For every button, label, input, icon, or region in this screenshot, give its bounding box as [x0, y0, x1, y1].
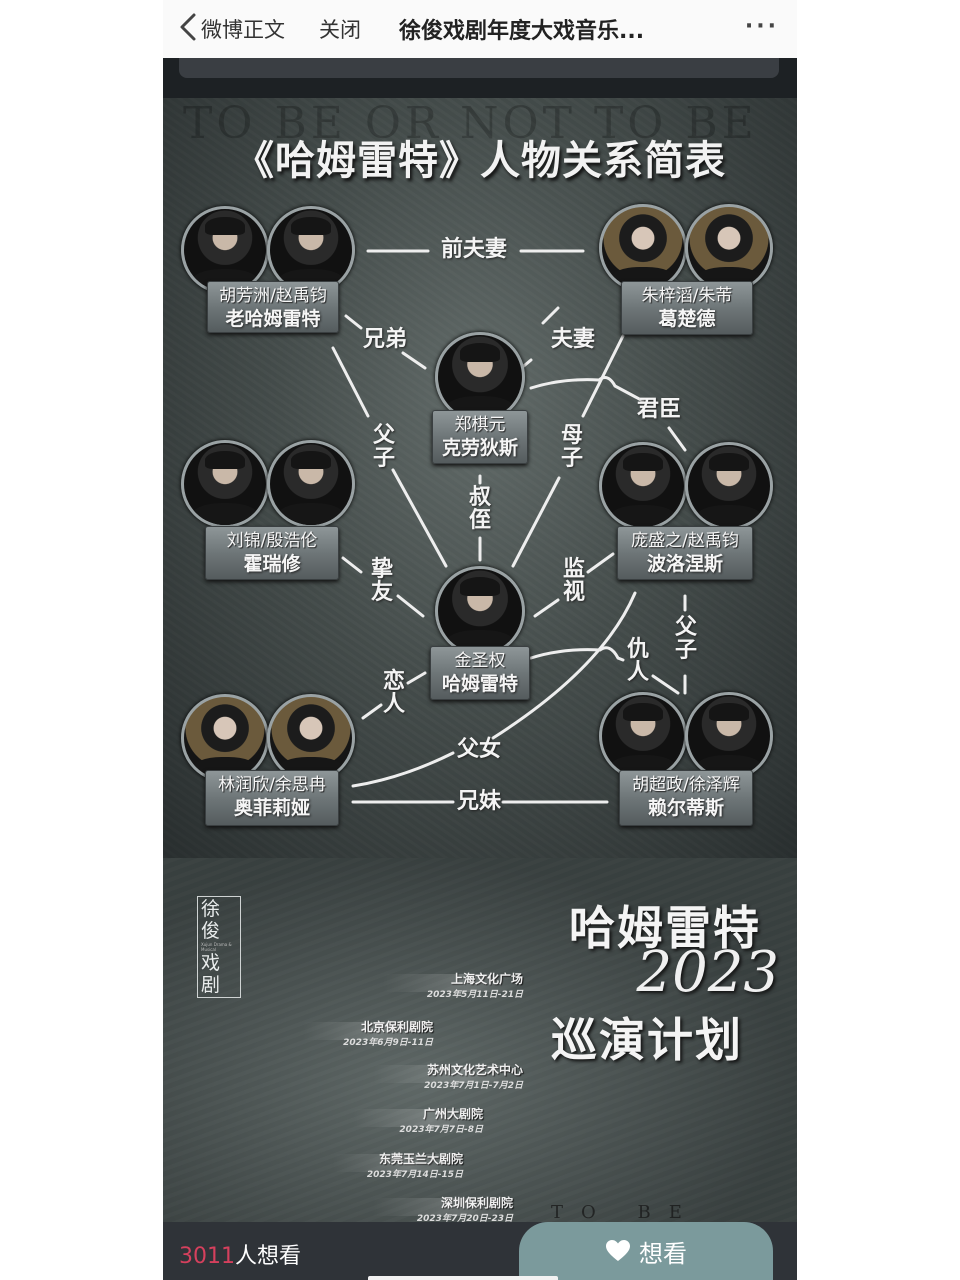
relation-enemy: 仇人 — [626, 637, 649, 686]
nameplate-laertes: 胡超政/徐泽辉 赖尔蒂斯 — [619, 770, 753, 826]
want-to-see-button[interactable]: 想看 — [519, 1222, 773, 1280]
relation-spouse: 夫妻 — [551, 327, 596, 352]
actors: 金圣权 — [454, 651, 506, 671]
logo-text-1: 徐俊 — [201, 898, 221, 942]
back-chevron-icon[interactable] — [177, 12, 199, 42]
bottom-action-bar: 3011人想看 想看 — [163, 1222, 797, 1280]
actors: 林润欣/余思冉 — [218, 775, 326, 795]
tour-venue: 东莞玉兰大剧院 — [323, 1150, 463, 1167]
role: 葛楚德 — [658, 308, 716, 330]
role: 赖尔蒂斯 — [647, 797, 724, 819]
avatar-ophelia-2 — [267, 694, 355, 782]
want-to-see-count: 3011人想看 — [179, 1238, 301, 1270]
avatar-old-hamlet-2 — [267, 206, 355, 294]
brand-logo: 徐俊 Xujun Drama & Musical 戏剧 — [197, 896, 241, 998]
relation-mother-son: 母子 — [560, 423, 583, 472]
actors: 郑棋元 — [454, 415, 506, 435]
tour-poster: 徐俊 Xujun Drama & Musical 戏剧 哈姆雷特 2023 巡演… — [163, 858, 797, 1238]
nameplate-polonius: 庞盛之/赵禹钧 波洛涅斯 — [617, 526, 753, 580]
relation-father-son-left: 父子 — [372, 423, 395, 472]
relation-father-son-right: 父子 — [674, 615, 697, 664]
tour-venue: 苏州文化艺术中心 — [363, 1061, 523, 1078]
want-to-see-label: 想看 — [639, 1239, 687, 1268]
tour-stop: 深圳保利剧院 2023年7月20日-23日 — [363, 1194, 513, 1224]
actors: 胡超政/徐泽辉 — [632, 775, 740, 795]
nameplate-ophelia: 林润欣/余思冉 奥菲莉娅 — [205, 770, 339, 826]
tour-dates: 2023年7月20日-23日 — [416, 1214, 513, 1224]
role: 哈姆雷特 — [441, 673, 518, 695]
tour-venue: 广州大剧院 — [343, 1105, 483, 1122]
tour-stop: 广州大剧院 2023年7月7日-8日 — [343, 1105, 483, 1135]
tour-dates: 2023年7月7日-8日 — [399, 1125, 483, 1135]
avatar-hamlet — [435, 566, 525, 656]
role: 老哈姆雷特 — [225, 308, 321, 330]
previous-content-edge — [163, 58, 797, 98]
want-count-number: 3011 — [179, 1244, 235, 1269]
nameplate-hamlet: 金圣权 哈姆雷特 — [430, 646, 530, 700]
logo-small-text: Xujun Drama & Musical — [201, 942, 232, 952]
tour-stop: 苏州文化艺术中心 2023年7月1日-7月2日 — [363, 1061, 523, 1091]
role: 克劳狄斯 — [441, 437, 518, 459]
want-count-suffix: 人想看 — [235, 1244, 302, 1269]
logo-text-2: 戏剧 — [201, 952, 221, 996]
nameplate-claudius: 郑棋元 克劳狄斯 — [432, 410, 528, 464]
back-button[interactable]: 微博正文 — [201, 18, 285, 42]
avatar-polonius-2 — [685, 442, 773, 530]
relation-brothers: 兄弟 — [363, 327, 408, 352]
relation-ex-spouse: 前夫妻 — [441, 237, 508, 262]
tour-stop: 北京保利剧院 2023年6月9日-11日 — [293, 1018, 433, 1048]
avatar-claudius — [435, 332, 525, 422]
tour-venue: 深圳保利剧院 — [363, 1194, 513, 1211]
poster-title: 《哈姆雷特》人物关系简表 — [234, 138, 726, 184]
nameplate-old-hamlet: 胡芳洲/赵禹钧 老哈姆雷特 — [207, 281, 339, 333]
heart-icon — [606, 1240, 630, 1261]
tour-dates: 2023年7月1日-7月2日 — [424, 1081, 523, 1091]
actors: 庞盛之/赵禹钧 — [631, 531, 739, 551]
relation-siblings: 兄妹 — [457, 789, 502, 814]
close-button[interactable]: 关闭 — [319, 18, 361, 42]
phone-screen: 微博正文 关闭 徐俊戏剧年度大戏音乐... ··· TO BE OR NOT T… — [163, 0, 797, 1280]
nav-bar: 微博正文 关闭 徐俊戏剧年度大戏音乐... ··· — [163, 0, 797, 58]
avatar-ophelia-1 — [181, 694, 269, 782]
avatar-gertrude-2 — [685, 204, 773, 292]
relation-best-friend: 挚友 — [370, 557, 393, 606]
tour-stop: 东莞玉兰大剧院 2023年7月14日-15日 — [323, 1150, 463, 1180]
avatar-horatio-1 — [181, 440, 269, 528]
more-options-icon[interactable]: ··· — [744, 14, 779, 39]
relation-lovers: 恋人 — [382, 669, 405, 718]
poster-footer-watermark: TO BE — [551, 1202, 700, 1223]
relation-uncle-nephew: 叔侄 — [468, 485, 491, 534]
avatar-gertrude-1 — [599, 204, 687, 292]
tour-title: 哈姆雷特 — [569, 901, 761, 955]
page-title: 徐俊戏剧年度大戏音乐... — [399, 19, 645, 44]
relation-king-minister: 君臣 — [637, 397, 682, 422]
relationship-poster: TO BE OR NOT TO BE 《哈姆雷特》人物关系简表 — [163, 98, 797, 858]
actors: 刘锦/殷浩伦 — [226, 531, 318, 551]
tour-subtitle: 巡演计划 — [551, 1013, 743, 1067]
relation-father-daughter: 父女 — [457, 737, 502, 762]
avatar-laertes-1 — [599, 692, 687, 780]
role: 波洛涅斯 — [646, 553, 723, 575]
tour-stop: 上海文化广场 2023年5月11日-21日 — [343, 970, 523, 1000]
avatar-laertes-2 — [685, 692, 773, 780]
actors: 胡芳洲/赵禹钧 — [219, 286, 327, 306]
tour-dates: 2023年5月11日-21日 — [426, 990, 523, 1000]
tour-venue: 北京保利剧院 — [293, 1018, 433, 1035]
relation-surveillance: 监视 — [562, 557, 585, 606]
home-indicator — [368, 1276, 558, 1280]
role: 霍瑞修 — [243, 553, 301, 575]
poster-watermark: TO BE OR NOT TO BE — [183, 98, 758, 149]
nameplate-horatio: 刘锦/殷浩伦 霍瑞修 — [205, 526, 339, 580]
role: 奥菲莉娅 — [233, 797, 310, 819]
avatar-horatio-2 — [267, 440, 355, 528]
avatar-polonius-1 — [599, 442, 687, 530]
tour-dates: 2023年7月14日-15日 — [366, 1170, 463, 1180]
nameplate-gertrude: 朱梓滔/朱芾 葛楚德 — [621, 281, 753, 335]
relationship-lines — [331, 249, 687, 804]
actors: 朱梓滔/朱芾 — [641, 286, 733, 306]
tour-venue: 上海文化广场 — [343, 970, 523, 987]
tour-year: 2023 — [636, 940, 779, 1005]
tour-dates: 2023年6月9日-11日 — [343, 1038, 433, 1048]
